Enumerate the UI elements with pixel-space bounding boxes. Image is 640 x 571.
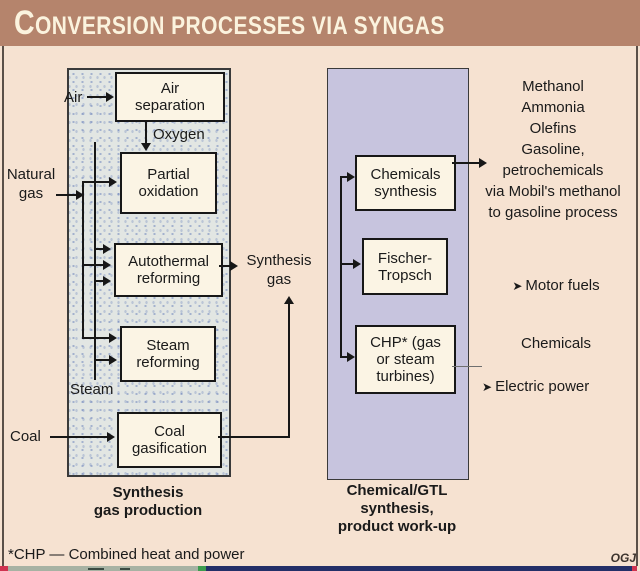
natural-gas-line: [56, 194, 77, 196]
steam-label: Steam: [70, 381, 114, 398]
chemical-products-label: Methanol Ammonia Olefins Gasoline, petro…: [485, 78, 621, 221]
chp-footnote: *CHP — Combined heat and power: [8, 546, 245, 563]
coal-arrowhead-icon: [107, 432, 115, 442]
steam-bus-line: [94, 142, 96, 380]
source-credit: OGJ: [610, 551, 636, 565]
autothermal-branch-line: [82, 264, 104, 266]
autothermal-output-line: [219, 265, 231, 267]
motor-fuels-pointer-icon: ➤: [512, 279, 523, 293]
steam-autothermal-lower-line: [94, 280, 104, 282]
figure-title-initial: C: [14, 4, 36, 42]
chp-branch-line: [340, 356, 348, 358]
chemicals-synthesis-arrowhead-icon: [347, 172, 355, 182]
fischer-tropsch-box: Fischer- Tropsch: [362, 238, 448, 295]
bottom-strip-mark: [88, 568, 104, 570]
coal-gasification-box: Coal gasification: [117, 412, 222, 468]
partial-oxidation-box: Partial oxidation: [120, 152, 217, 214]
natural-gas-bus-line: [82, 181, 84, 339]
syngas-production-caption: Synthesis gas production: [93, 484, 203, 519]
partial-oxidation-arrowhead-icon: [109, 177, 117, 187]
coal-gasification-up-arrowhead-icon: [284, 296, 294, 304]
coal-label: Coal: [10, 428, 41, 445]
autothermal-reforming-box: Autothermal reforming: [114, 243, 223, 297]
frame-right-edge: [636, 46, 638, 566]
coal-line: [50, 436, 108, 438]
electric-power-text: Electric power: [495, 378, 590, 395]
steam-autothermal-upper-line: [94, 248, 104, 250]
steam-reforming-branch-line: [82, 337, 110, 339]
fischer-tropsch-branch-line: [340, 263, 354, 265]
oxygen-line: [145, 118, 147, 145]
steam-autothermal-lower-arrowhead-icon: [103, 276, 111, 286]
motor-fuels-text: Motor fuels: [525, 277, 600, 294]
steam-autothermal-upper-arrowhead-icon: [103, 244, 111, 254]
air-label: Air: [64, 89, 83, 106]
chemicals-output-arrowhead-icon: [479, 158, 487, 168]
synthesis-gas-label: Synthesis gas: [246, 252, 312, 288]
bottom-strip-navy: [206, 566, 632, 571]
partial-oxidation-branch-line: [82, 181, 110, 183]
steam-reforming-box: Steam reforming: [120, 326, 216, 382]
electric-power-pointer-icon: ➤: [482, 380, 493, 394]
chemicals-synthesis-branch-line: [340, 176, 348, 178]
bottom-strip-red: [0, 566, 8, 571]
coal-gasification-output-line: [218, 436, 290, 438]
frame-left-edge: [2, 46, 4, 566]
air-arrowhead-icon: [106, 92, 114, 102]
figure-title-banner: CONVERSION PROCESSES VIA SYNGAS: [0, 0, 640, 49]
chemical-gtl-caption: Chemical/GTL synthesis, product work-up: [337, 482, 457, 535]
coal-gasification-riser-line: [288, 303, 290, 438]
steam-reforming-lower-line: [94, 359, 110, 361]
figure-title: CONVERSION PROCESSES VIA SYNGAS: [14, 2, 445, 51]
natural-gas-label: Natural gas: [6, 166, 56, 202]
chemicals-synthesis-box: Chemicals synthesis: [355, 155, 456, 211]
motor-fuels-label: ➤Motor fuels Chemicals: [486, 257, 626, 353]
steam-reforming-arrowhead-icon: [109, 333, 117, 343]
natural-gas-arrowhead-icon: [76, 190, 84, 200]
oxygen-arrowhead-icon: [141, 143, 151, 151]
bottom-strip-green: [198, 566, 206, 571]
air-line: [87, 96, 108, 98]
bottom-strip-red-right: [632, 566, 637, 571]
chemicals-output-line: [452, 162, 480, 164]
synthesis-gas-arrowhead-icon: [230, 261, 238, 271]
steam-reforming-lower-arrowhead-icon: [109, 355, 117, 365]
figure-title-rest: ONVERSION PROCESSES VIA SYNGAS: [35, 12, 445, 40]
oxygen-label: Oxygen: [153, 126, 205, 143]
electric-power-label: ➤Electric power: [482, 358, 632, 397]
chemicals-text: Chemicals: [520, 335, 592, 352]
autothermal-arrowhead-icon: [103, 260, 111, 270]
fischer-tropsch-arrowhead-icon: [353, 259, 361, 269]
syngas-production-panel: [67, 68, 231, 477]
syngas-distribution-bus-line: [340, 176, 342, 358]
electric-power-line: [452, 366, 482, 367]
air-separation-box: Air separation: [115, 72, 225, 122]
bottom-strip-mark: [120, 568, 130, 570]
chp-box: CHP* (gas or steam turbines): [355, 325, 456, 394]
chp-arrowhead-icon: [347, 352, 355, 362]
